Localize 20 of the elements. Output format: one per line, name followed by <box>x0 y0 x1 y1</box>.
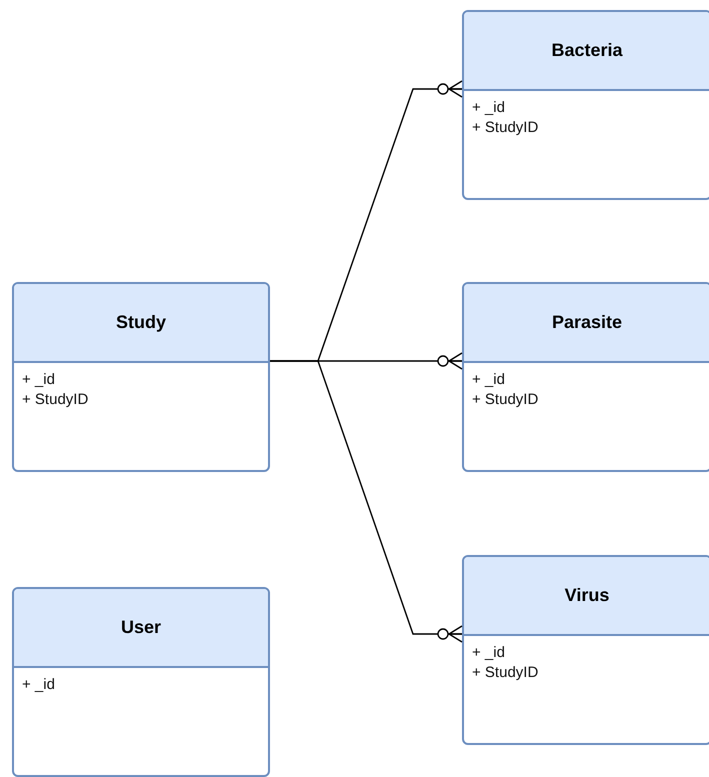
entity-name: Virus <box>564 585 610 606</box>
attribute-text: + _id <box>472 370 506 390</box>
entity-name: User <box>120 617 162 638</box>
entity-box <box>12 587 270 777</box>
entity-box <box>462 555 709 745</box>
attribute-text: + StudyID <box>22 390 90 410</box>
attribute-text: + _id <box>22 370 56 390</box>
entity-box <box>12 282 270 472</box>
relationship-line <box>270 360 463 643</box>
attribute-text: + StudyID <box>472 390 540 410</box>
attribute-text: + StudyID <box>472 118 540 138</box>
entity-name: Parasite <box>552 312 622 333</box>
attribute-text: + StudyID <box>472 663 540 683</box>
entity-name: Bacteria <box>551 40 623 61</box>
attribute-text: + _id <box>22 675 56 695</box>
entity-box <box>462 282 709 472</box>
entity-name: Study <box>116 312 166 333</box>
entity-box <box>462 10 709 200</box>
attribute-text: + _id <box>472 643 506 663</box>
attribute-text: + _id <box>472 98 506 118</box>
